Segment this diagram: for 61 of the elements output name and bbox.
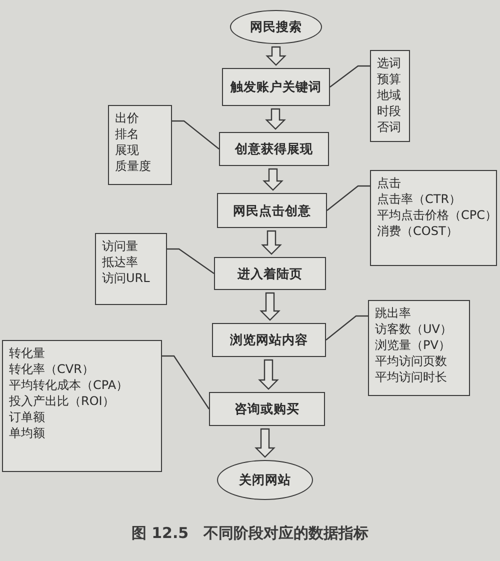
metric-text: 消费（COST） xyxy=(377,223,458,239)
process-box xyxy=(222,68,330,106)
node-label: 浏览网站内容 xyxy=(230,332,308,348)
process-box xyxy=(219,132,329,166)
metric-text: 点击 xyxy=(377,175,401,191)
node-label: 网民搜索 xyxy=(250,19,302,35)
metric-text: 访问URL xyxy=(102,270,150,286)
metric-text: 投入产出比（ROI） xyxy=(9,393,114,409)
leader-line xyxy=(162,355,210,410)
leader-line xyxy=(330,65,370,88)
metric-text: 转化量 xyxy=(9,345,45,361)
hollow-arrow xyxy=(265,108,286,130)
metric-text: 平均访问时长 xyxy=(375,369,447,385)
leader-line xyxy=(172,120,220,150)
metric-text: 订单额 xyxy=(9,409,45,425)
metric-text: 否词 xyxy=(377,119,401,135)
metric-text: 时段 xyxy=(377,103,401,119)
metric-text: 地域 xyxy=(377,87,401,103)
metric-text: 平均转化成本（CPA） xyxy=(9,377,128,393)
node-label: 关闭网站 xyxy=(239,472,291,488)
metrics-box xyxy=(370,170,497,266)
metric-text: 展现 xyxy=(115,142,139,158)
metrics-box xyxy=(2,340,162,472)
hollow-arrow xyxy=(261,230,282,255)
metric-text: 选词 xyxy=(377,55,401,71)
node-label: 进入着陆页 xyxy=(238,266,302,282)
node-label: 创意获得展现 xyxy=(235,141,313,157)
metric-text: 浏览量（PV） xyxy=(375,337,450,353)
leader-line xyxy=(326,315,368,340)
process-box xyxy=(217,193,327,228)
node-label: 触发账户关键词 xyxy=(230,79,322,95)
leader-line xyxy=(326,185,370,211)
metrics-box xyxy=(95,233,167,305)
hollow-arrow xyxy=(262,168,284,191)
process-box xyxy=(212,323,326,357)
hollow-arrow xyxy=(254,428,276,458)
metric-text: 单均额 xyxy=(9,425,45,441)
metric-text: 转化率（CVR） xyxy=(9,361,94,377)
hollow-arrow xyxy=(266,46,286,66)
metric-text: 平均访问页数 xyxy=(375,353,447,369)
node-label: 咨询或购买 xyxy=(234,401,300,417)
metric-text: 排名 xyxy=(115,126,139,142)
metric-text: 访问量 xyxy=(102,238,138,254)
metric-text: 点击率（CTR） xyxy=(377,191,462,207)
metric-text: 质量度 xyxy=(115,158,151,174)
metrics-box xyxy=(108,105,172,185)
metric-text: 跳出率 xyxy=(375,305,411,321)
metrics-box xyxy=(368,300,470,396)
leader-line xyxy=(167,248,214,274)
process-box xyxy=(209,392,325,426)
metric-text: 预算 xyxy=(377,71,401,87)
metric-text: 出价 xyxy=(115,110,139,126)
process-box xyxy=(214,257,326,290)
metric-text: 访客数（UV） xyxy=(375,321,452,337)
metric-text: 抵达率 xyxy=(102,254,138,270)
metrics-box xyxy=(370,50,410,142)
node-label: 网民点击创意 xyxy=(233,202,311,218)
hollow-arrow xyxy=(260,292,280,321)
figure-caption: 图 12.5 不同阶段对应的数据指标 xyxy=(130,523,370,544)
metric-text: 平均点击价格（CPC） xyxy=(377,207,497,223)
hollow-arrow xyxy=(258,359,279,390)
